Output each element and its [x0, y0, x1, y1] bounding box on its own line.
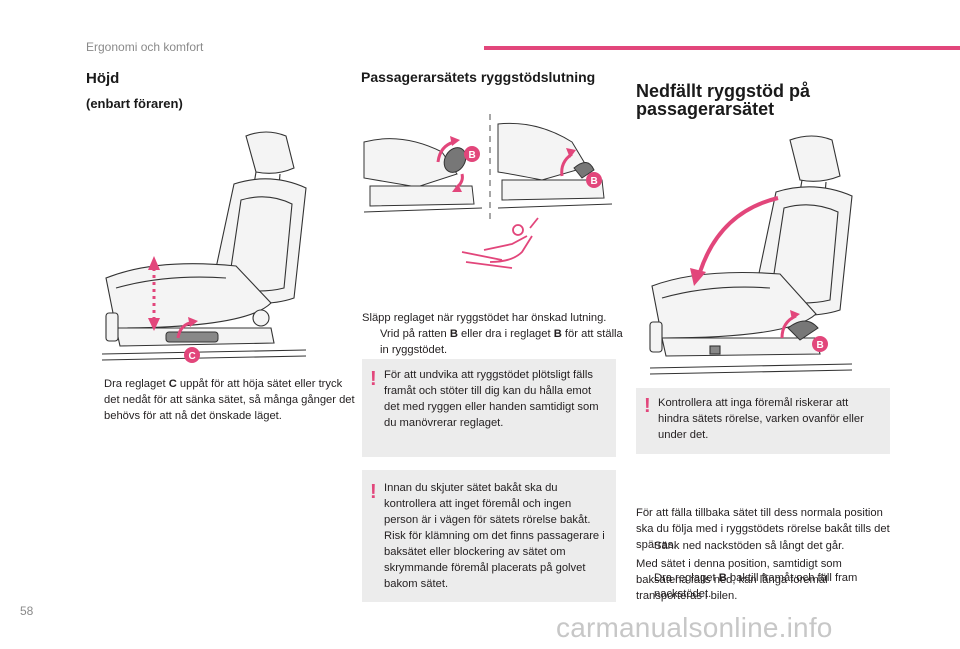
section-label: Ergonomi och komfort [86, 40, 204, 54]
fold-warning-box: ! Kontrollera att inga föremål riskerar … [636, 388, 890, 454]
header-accent-bar [484, 46, 960, 50]
page-number: 58 [20, 604, 34, 618]
callout-c: C [189, 351, 196, 362]
seat-height-illustration: C [101, 131, 307, 363]
slide-back-warning-box: ! Innan du skjuter sätet bakåt ska du ko… [362, 470, 616, 602]
callout-b-left: B [469, 150, 476, 161]
fold-return-text: För att fälla tillbaka sätet till dess n… [636, 507, 890, 551]
recline-release-text: Släpp reglaget när ryggstödet har önskad… [362, 312, 607, 324]
fold-backrest-illustration: B [649, 135, 853, 375]
warning-exclamation-icon: ! [644, 395, 651, 417]
fold-step-2: Dra reglaget B baktill framåt och fäll f… [654, 572, 858, 600]
warning-exclamation-icon: ! [370, 481, 377, 503]
height-subtitle: (enbart föraren) [86, 96, 183, 111]
callout-b-right: B [591, 176, 598, 187]
recline-warning-box: ! För att undvika att ryggstödet plötsli… [362, 359, 616, 457]
height-title: Höjd [86, 70, 120, 87]
recline-controls-illustration: B B [363, 114, 613, 269]
warning-exclamation-icon: ! [370, 368, 377, 390]
recline-title: Passagerarsätets ryggstödslutning [361, 69, 596, 85]
recline-instruction: Vrid på ratten B eller dra i reglaget B … [380, 328, 623, 356]
fold-step-1: Sänk ned nackstöden så långt det går. [654, 540, 845, 552]
height-instruction: Dra reglaget C uppåt för att höja sätet … [104, 378, 355, 422]
recline-warning-text: För att undvika att ryggstödet plötsligt… [384, 369, 599, 429]
watermark: carmanualsonline.info [556, 612, 833, 643]
slide-back-warning-text: Innan du skjuter sätet bakåt ska du kont… [384, 482, 605, 590]
fold-backrest-title: Nedfällt ryggstöd på passagerarsätet [636, 81, 811, 119]
callout-b: B [817, 340, 824, 351]
fold-transport-text: Med sätet i denna position, samtidigt so… [636, 558, 842, 602]
fold-warning-text: Kontrollera att inga föremål riskerar at… [658, 397, 864, 441]
